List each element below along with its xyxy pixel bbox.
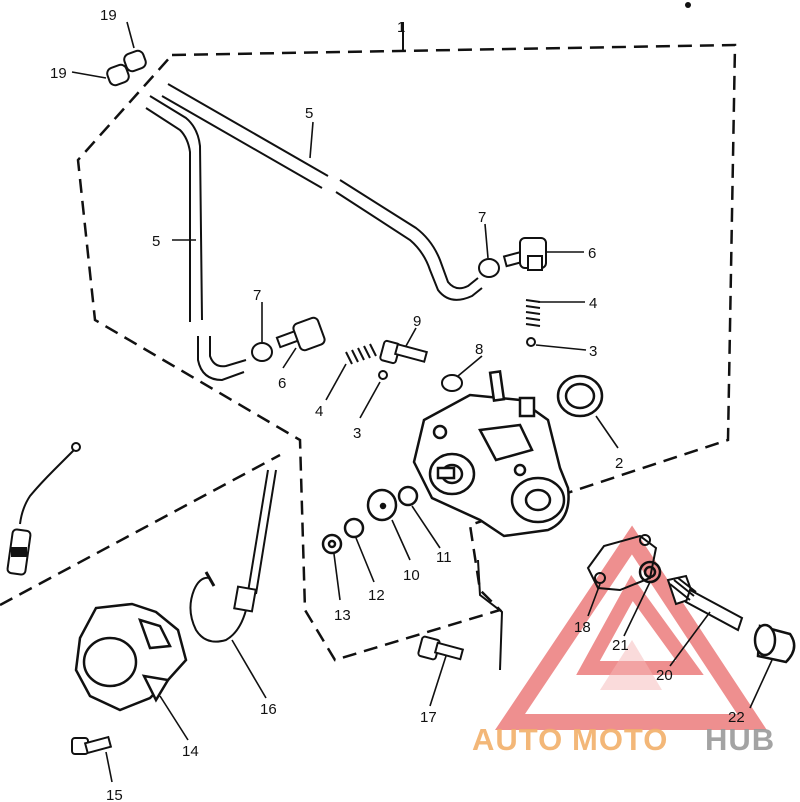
clip-7-right [478, 258, 500, 278]
clamp-19-lower [106, 63, 130, 87]
screw-15 [71, 735, 113, 755]
callout-labels: 1 2 3 3 4 4 5 5 6 6 7 7 8 9 10 11 12 13 … [50, 7, 745, 802]
nut-13 [321, 533, 343, 555]
callout-21: 21 [612, 637, 629, 654]
bolt-9 [379, 339, 429, 365]
callout-5-left: 5 [152, 233, 160, 250]
watermark-text: AUTO MOTO HUB [472, 722, 775, 757]
bracket-line-17 [477, 559, 504, 671]
washer-12 [343, 517, 365, 539]
callout-10: 10 [403, 567, 420, 584]
callout-11: 11 [436, 549, 452, 566]
callout-4-left: 4 [315, 403, 323, 420]
callout-19-lower: 19 [50, 65, 67, 82]
callout-4-right: 4 [589, 295, 597, 312]
callout-9: 9 [413, 313, 421, 330]
ball-3-left [378, 370, 388, 380]
callout-3-left: 3 [353, 425, 361, 442]
callout-3-right: 3 [589, 343, 597, 360]
callout-5-upper: 5 [305, 105, 313, 122]
watermark-auto: AUTO [472, 722, 563, 757]
ball-3-right [526, 337, 536, 347]
callout-13: 13 [334, 607, 351, 624]
callout-8: 8 [475, 341, 483, 358]
elbow-fitting-6-left [275, 316, 326, 352]
pump-cover-14 [74, 602, 188, 712]
control-cable-16 [189, 469, 277, 643]
lead-wire [6, 442, 81, 576]
oil-seal-2 [556, 374, 604, 418]
watermark-hub: HUB [705, 722, 775, 757]
clip-7-left [251, 342, 273, 362]
callout-12: 12 [368, 587, 385, 604]
hose-5-upper [161, 83, 483, 301]
cap-22 [753, 623, 796, 664]
watermark-logo [495, 525, 767, 730]
callout-2: 2 [615, 455, 623, 472]
callout-20: 20 [656, 667, 673, 684]
assembly-boundary [0, 43, 737, 662]
elbow-fitting-6-right [502, 237, 547, 271]
callout-22: 22 [728, 709, 745, 726]
callout-14: 14 [182, 743, 199, 760]
callout-15: 15 [106, 787, 123, 802]
callout-7-left: 7 [253, 287, 261, 304]
callout-17: 17 [420, 709, 437, 726]
washer-8 [441, 374, 463, 392]
watermark-moto: MOTO [572, 722, 668, 757]
callout-19-upper: 19 [100, 7, 117, 24]
oil-pump-body [412, 370, 570, 538]
bolt-17 [417, 635, 465, 661]
spring-4-right [525, 299, 541, 327]
hose-5-left [145, 95, 247, 382]
shaft-20 [666, 574, 744, 632]
speck [685, 2, 691, 8]
callout-18: 18 [574, 619, 591, 636]
callout-6-right: 6 [588, 245, 596, 262]
callout-7-right: 7 [478, 209, 486, 226]
leader-lines [71, 21, 773, 783]
callout-1: 1 [397, 19, 405, 36]
spring-4-left [345, 343, 377, 365]
washer-11 [397, 485, 419, 507]
callout-6-left: 6 [278, 375, 286, 392]
plate-10 [366, 488, 398, 522]
clamp-19-upper [123, 49, 147, 73]
callout-16: 16 [260, 701, 277, 718]
